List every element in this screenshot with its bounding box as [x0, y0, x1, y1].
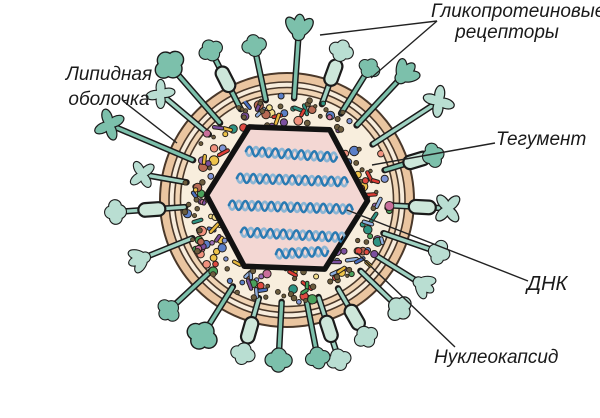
spike — [127, 235, 196, 274]
label-glycoprotein-line2: рецепторы — [455, 22, 559, 43]
spike — [129, 160, 190, 188]
spike — [357, 267, 412, 321]
label-lipid-line1: Липидная — [65, 64, 153, 85]
glycoprotein-spikes — [94, 13, 461, 373]
spike — [230, 294, 263, 366]
spike — [353, 58, 421, 129]
spike-head — [264, 347, 293, 373]
label-glycoprotein-line1: Гликопротеиновые — [431, 1, 600, 22]
spike-head — [412, 275, 437, 300]
spike-head — [198, 39, 223, 62]
spike-head — [145, 78, 176, 110]
spike — [104, 199, 189, 225]
spike — [264, 298, 293, 373]
spike-head — [358, 58, 381, 78]
spike — [285, 13, 314, 102]
spike — [303, 296, 331, 370]
spike-head — [422, 84, 455, 118]
spike — [337, 58, 381, 117]
spike-head — [387, 296, 412, 321]
spike — [94, 108, 197, 164]
spike-head — [326, 348, 352, 371]
spike-head — [129, 160, 155, 188]
label-lipid-envelope: Липидная оболочка — [26, 62, 192, 112]
spike-head — [241, 34, 267, 57]
spike-head — [328, 39, 354, 62]
spike — [385, 194, 461, 223]
spike-head — [285, 13, 314, 42]
dna-strands — [227, 145, 354, 260]
spike — [145, 78, 213, 138]
spike — [198, 39, 244, 113]
label-dna: ДНК — [527, 273, 568, 295]
spike — [154, 50, 224, 127]
spike — [370, 250, 437, 300]
spike-head — [394, 58, 421, 85]
spike — [315, 293, 352, 371]
spike — [334, 285, 379, 348]
spike-head — [94, 108, 125, 141]
spike-head — [104, 199, 128, 225]
label-nucleocapsid: Нуклеокапсид — [434, 347, 559, 368]
spike — [318, 39, 354, 108]
spike-head — [304, 346, 331, 370]
spike-head — [353, 325, 379, 348]
spike — [186, 283, 237, 350]
spike-head — [154, 50, 185, 79]
spike-head — [127, 249, 152, 274]
spike-head — [230, 342, 256, 366]
spike-head — [157, 299, 180, 322]
spike — [369, 84, 455, 148]
label-tegument: Тегумент — [496, 129, 587, 150]
spike-head — [186, 321, 218, 350]
pointer-lines — [122, 20, 529, 348]
label-lipid-line2: оболочка — [68, 89, 150, 110]
spike — [241, 34, 269, 104]
spike-head — [435, 194, 461, 223]
label-glycoprotein-receptors: Гликопротеиновые рецепторы — [431, 1, 600, 43]
spike — [157, 266, 216, 322]
